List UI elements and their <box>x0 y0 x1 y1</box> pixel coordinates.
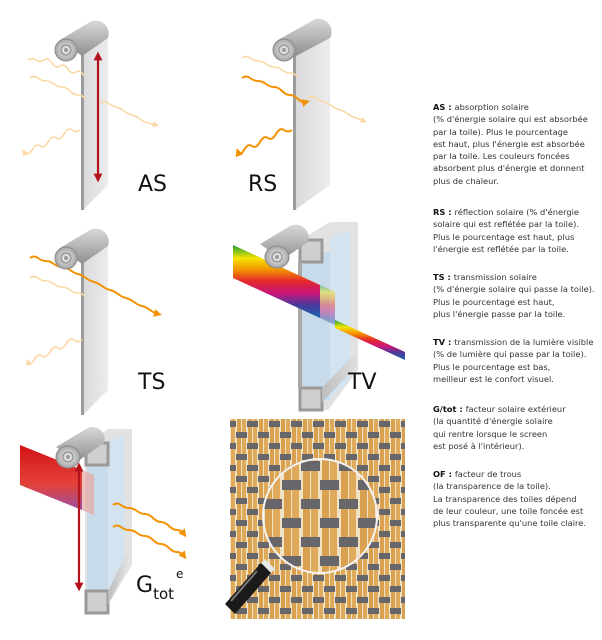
fabric-weave-illustration <box>225 419 405 619</box>
legend-line: l'énergie est reflétée par la toile. <box>433 243 569 254</box>
fabric-sheet <box>295 28 330 210</box>
label-gtot-sup: e <box>176 567 184 581</box>
heat-beam <box>20 445 82 510</box>
panel-absorption: AS <box>0 0 210 210</box>
legend-line: meilleur est le confort visuel. <box>433 373 554 384</box>
label-ts: TS <box>138 370 166 395</box>
legend-line: Plus le pourcentage est bas, <box>433 361 551 372</box>
legend-line: plus transparente qu'une toile claire. <box>433 518 587 529</box>
roll-icon <box>272 18 332 62</box>
fabric-sheet <box>83 28 108 210</box>
legend-title: absorption solaire <box>454 102 529 112</box>
legend-line: absorbent plus d'énergie et donnent <box>433 163 585 174</box>
magnifier-lens <box>262 458 378 574</box>
label-gtot: Gtote <box>136 567 183 603</box>
roll-icon <box>54 228 109 270</box>
fabric-sheet <box>83 236 108 415</box>
legend-as: AS : absorption solaire (% d'énergie sol… <box>433 101 601 187</box>
wave-strong <box>241 75 310 107</box>
wave-faint <box>29 75 87 100</box>
legend-line: plus de chaleur. <box>433 175 499 186</box>
fabric-edge <box>81 260 84 415</box>
visible-light-illustration <box>233 222 405 412</box>
absorption-illustration <box>21 20 160 210</box>
window-frame <box>84 429 132 615</box>
wave-faint <box>27 57 85 77</box>
legend-ts: TS : transmission solaire (% d'énergie s… <box>433 271 601 320</box>
wave-strong <box>112 524 187 560</box>
legend-line: (% d'énergie solaire qui passe la toile)… <box>433 284 595 295</box>
roll-icon <box>260 224 309 269</box>
legend-line: plus l'énergie passe par la toile. <box>433 308 566 319</box>
label-gtot-main: G <box>136 573 154 598</box>
legend-key: OF <box>433 469 446 479</box>
legend-title: réflection solaire (% d'énergie <box>454 207 580 217</box>
legend-rs: RS : réflection solaire (% d'énergie sol… <box>433 206 601 255</box>
legend-line: solaire qui est reflétée par la toile). <box>433 219 579 230</box>
legend-gtot: G/tot : facteur solaire extérieur (la qu… <box>433 403 601 452</box>
panel-transmission: TS <box>0 210 210 415</box>
legend-title: transmission solaire <box>453 272 537 282</box>
heat-beam-filtered <box>82 470 94 515</box>
legend-line: est posé à l'intérieur). <box>433 440 525 451</box>
wave-strong <box>235 128 293 158</box>
legend-line: La transparence des toiles dépend <box>433 493 577 504</box>
label-as: AS <box>138 172 168 197</box>
legend-key: TV <box>433 337 446 347</box>
rainbow-beam-filtered <box>320 285 335 325</box>
legend-key: AS <box>433 102 446 112</box>
legend-key: RS <box>433 207 446 217</box>
fabric-edge <box>81 52 84 210</box>
wave-strong <box>29 255 162 317</box>
legend-key: TS <box>433 272 445 282</box>
legend-line: (la transparence de la toile). <box>433 481 551 492</box>
rainbow-beam-out <box>335 320 405 360</box>
wave-faint <box>99 100 160 128</box>
wave-faint <box>241 55 299 78</box>
legend-line: (% de lumière qui passe par la toile). <box>433 349 587 360</box>
wave-faint <box>21 128 81 157</box>
panel-openness-factor <box>225 419 415 619</box>
transmission-illustration <box>26 228 162 415</box>
wave-faint <box>26 338 83 367</box>
legend-tv: TV : transmission de la lumière visible … <box>433 336 601 385</box>
magnified-weave <box>263 459 377 573</box>
solar-factor-illustration <box>20 426 187 615</box>
legend-line: par la toile. Les couleurs foncées <box>433 151 570 162</box>
roll-icon <box>55 426 105 469</box>
legend-of: OF : facteur de trous (la transparence d… <box>433 468 601 529</box>
panel-gtot: Gtote <box>0 415 220 640</box>
legend-title: facteur solaire extérieur <box>465 404 566 414</box>
legend-line: Plus le pourcentage est haut, <box>433 296 555 307</box>
label-rs: RS <box>248 172 278 197</box>
legend-title: transmission de la lumière visible <box>454 337 594 347</box>
label-tv: TV <box>348 370 377 395</box>
legend-line: par la toile). Plus le pourcentage <box>433 126 569 137</box>
rainbow-beam-in <box>233 245 320 318</box>
legend-line: de leur couleur, une toile foncée est <box>433 505 584 516</box>
legend-line: Plus le pourcentage est haut, plus <box>433 231 575 242</box>
legend-key: G/tot <box>433 404 457 414</box>
legend-line: est haut, plus l'énergie est absorbée <box>433 138 585 149</box>
roll-icon <box>54 20 109 62</box>
label-gtot-sub: tot <box>153 585 175 603</box>
legend-title: facteur de trous <box>454 469 522 479</box>
magnifier-icon <box>225 559 275 614</box>
panel-reflection: RS <box>210 0 420 210</box>
fabric-edge <box>293 52 296 210</box>
wave-strong <box>112 502 187 538</box>
panel-visible-light: TV <box>220 210 420 420</box>
legend-line: qui rentre lorsque le screen <box>433 428 548 439</box>
legend-line: (% d'énergie solaire qui est absorbée <box>433 114 588 125</box>
reflection-illustration <box>235 18 367 210</box>
wave-faint <box>307 95 367 123</box>
wave-faint <box>29 275 87 298</box>
legend-line: (la quantité d'énergie solaire <box>433 416 553 427</box>
